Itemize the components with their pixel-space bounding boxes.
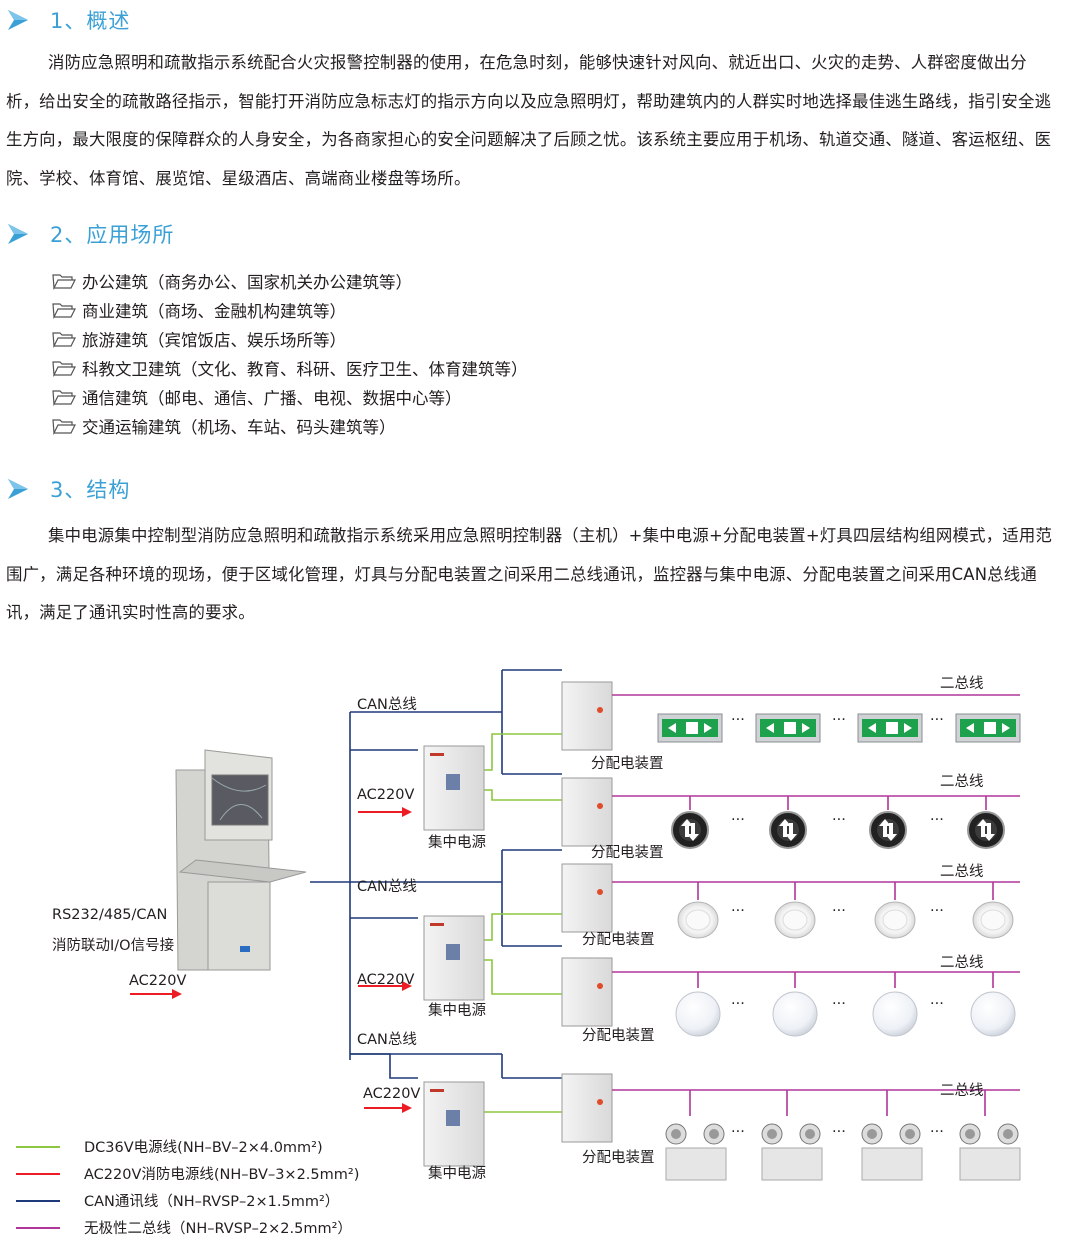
control-host-console (175, 749, 307, 971)
ellipsis: ··· (930, 712, 944, 728)
ball-lamps (675, 991, 1016, 1037)
ellipsis: ··· (832, 712, 846, 728)
arrow-bullet-icon (8, 10, 28, 30)
can-bus-lines (310, 669, 562, 1079)
section-title: 3、结构 (50, 478, 131, 502)
folder-icon (52, 273, 76, 290)
two-bus-lines (612, 694, 1020, 1116)
legend-swatch (16, 1226, 60, 1229)
folder-icon (52, 360, 76, 377)
section-title: 1、概述 (50, 9, 131, 33)
can-bus-label: CAN总线 (357, 879, 417, 895)
two-bus-label: 二总线 (940, 774, 984, 790)
structure-paragraph: 集中电源集中控制型消防应急照明和疏散指示系统采用应急照明控制器（主机）+集中电源… (6, 526, 1053, 622)
arrow-bullet-icon (8, 224, 28, 244)
can-bus-label: CAN总线 (357, 1032, 417, 1048)
ac220v-label: AC220V (363, 1086, 421, 1102)
central-power-label: 集中电源 (428, 1003, 486, 1019)
ellipsis: ··· (832, 812, 846, 828)
two-bus-label: 二总线 (940, 676, 984, 692)
list-item: 交通运输建筑（机场、车站、码头建筑等） (52, 411, 528, 440)
ellipsis: ··· (731, 812, 745, 828)
list-item: 商业建筑（商场、金融机构建筑等） (52, 295, 528, 324)
legend-swatch (16, 1199, 60, 1202)
ellipsis: ··· (731, 712, 745, 728)
twin-head-emergency-lights (665, 1123, 1021, 1181)
arrow-bullet-icon (8, 479, 28, 499)
folder-icon (52, 302, 76, 319)
legend-swatch (16, 1172, 60, 1175)
distribution-label: 分配电装置 (591, 756, 664, 772)
ellipsis: ··· (930, 1124, 944, 1140)
ellipsis: ··· (832, 996, 846, 1012)
section-2-heading: 2、应用场所 (6, 219, 174, 249)
exit-sign-lamps (657, 713, 1021, 743)
ac220v-label: AC220V (357, 972, 415, 988)
list-item: 办公建筑（商务办公、国家机关办公建筑等） (52, 266, 528, 295)
distribution-label: 分配电装置 (582, 932, 655, 948)
system-topology-diagram (130, 669, 1021, 1181)
host-ac220v-label: AC220V (129, 973, 187, 989)
list-item: 科教文卫建筑（文化、教育、科研、医疗卫生、体育建筑等） (52, 353, 528, 382)
folder-icon (52, 331, 76, 348)
two-bus-label: 二总线 (940, 955, 984, 971)
two-bus-label: 二总线 (940, 1083, 984, 1099)
folder-icon (52, 389, 76, 406)
section-1-heading: 1、概述 (6, 5, 130, 35)
folder-icon (52, 418, 76, 435)
host-io-label: 消防联动I/O信号接 (52, 938, 175, 954)
list-item: 通信建筑（邮电、通信、广播、电视、数据中心等） (52, 382, 528, 411)
section-3-heading: 3、结构 (6, 474, 130, 504)
legend-item: AC220V消防电源线(NH–BV–3×2.5mm²) (16, 1160, 359, 1187)
floor-direction-indicators (671, 811, 1005, 849)
distribution-label: 分配电装置 (591, 845, 664, 861)
central-power-label: 集中电源 (428, 1166, 486, 1182)
distribution-label: 分配电装置 (582, 1028, 655, 1044)
two-bus-label: 二总线 (940, 864, 984, 880)
application-list: 办公建筑（商务办公、国家机关办公建筑等） 商业建筑（商场、金融机构建筑等） 旅游… (52, 266, 528, 440)
ellipsis: ··· (832, 1124, 846, 1140)
host-io-label: RS232/485/CAN (52, 907, 168, 923)
distribution-label: 分配电装置 (582, 1150, 655, 1166)
central-power-supply-units (423, 745, 485, 1167)
ellipsis: ··· (832, 903, 846, 919)
distribution-units (561, 681, 613, 1143)
ellipsis: ··· (930, 812, 944, 828)
ellipsis: ··· (731, 1124, 745, 1140)
ellipsis: ··· (930, 996, 944, 1012)
overview-paragraph: 消防应急照明和疏散指示系统配合火灾报警控制器的使用，在危急时刻，能够快速针对风向… (6, 53, 1052, 188)
ac220v-arrows (130, 807, 412, 1113)
section-title: 2、应用场所 (50, 223, 175, 247)
legend-item: CAN通讯线（NH–RVSP–2×1.5mm²） (16, 1187, 359, 1214)
legend-item: DC36V电源线(NH–BV–2×4.0mm²) (16, 1133, 359, 1160)
dc36v-lines (484, 733, 562, 1113)
can-bus-label: CAN总线 (357, 697, 417, 713)
list-item: 旅游建筑（宾馆饭店、娱乐场所等） (52, 324, 528, 353)
ac220v-label: AC220V (357, 787, 415, 803)
ellipsis: ··· (930, 903, 944, 919)
cable-legend: DC36V电源线(NH–BV–2×4.0mm²) AC220V消防电源线(NH–… (16, 1133, 359, 1241)
legend-item: 无极性二总线（NH–RVSP–2×2.5mm²） (16, 1214, 359, 1241)
legend-swatch (16, 1145, 60, 1148)
downlight-lamps (677, 901, 1014, 939)
ellipsis: ··· (731, 903, 745, 919)
ellipsis: ··· (731, 996, 745, 1012)
central-power-label: 集中电源 (428, 835, 486, 851)
